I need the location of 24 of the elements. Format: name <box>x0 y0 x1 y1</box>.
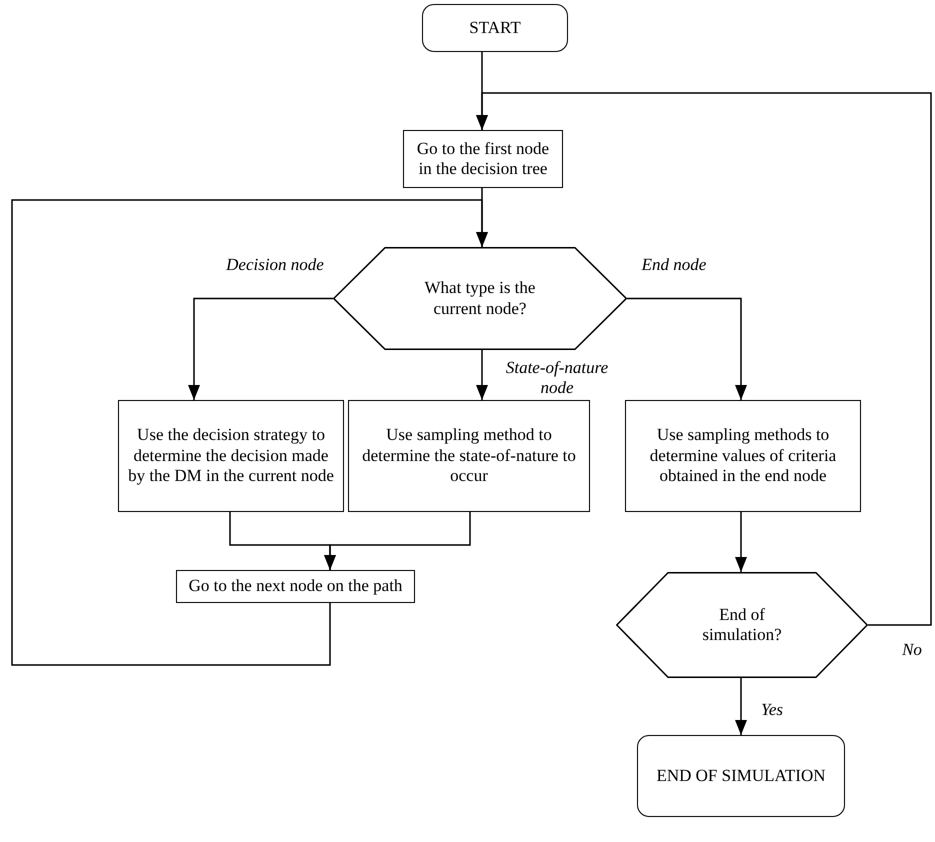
arrow <box>11 199 488 666</box>
process-box <box>348 400 590 512</box>
node-text: End of simulation? <box>701 604 783 646</box>
node-text: What type is the current node? <box>424 278 536 319</box>
node-text: Go to the next node on the path <box>188 576 404 597</box>
process-box <box>625 400 861 512</box>
node-text: Go to the first node in the decision tree <box>416 138 550 180</box>
arrow <box>735 512 747 572</box>
end-terminator <box>637 735 845 817</box>
process-box <box>118 400 344 512</box>
node-text: Use sampling methods to determine values of criteria obtained in the end node <box>648 425 838 487</box>
arrow <box>627 298 747 400</box>
arrow <box>735 678 747 735</box>
node-text: Use sampling method to determine the state-of-nature to occur <box>361 425 577 487</box>
arrow <box>188 298 333 400</box>
arrow <box>476 350 488 400</box>
arrow <box>324 512 471 570</box>
arrow <box>476 92 932 626</box>
start-terminator <box>422 4 568 52</box>
process-box <box>403 130 563 188</box>
node-text: END OF SIMULATION <box>655 766 827 786</box>
node-text: Use the decision strategy to determine the decision made by the DM in the current node <box>127 425 335 487</box>
node-text: START <box>468 18 522 38</box>
process-box <box>176 570 415 603</box>
